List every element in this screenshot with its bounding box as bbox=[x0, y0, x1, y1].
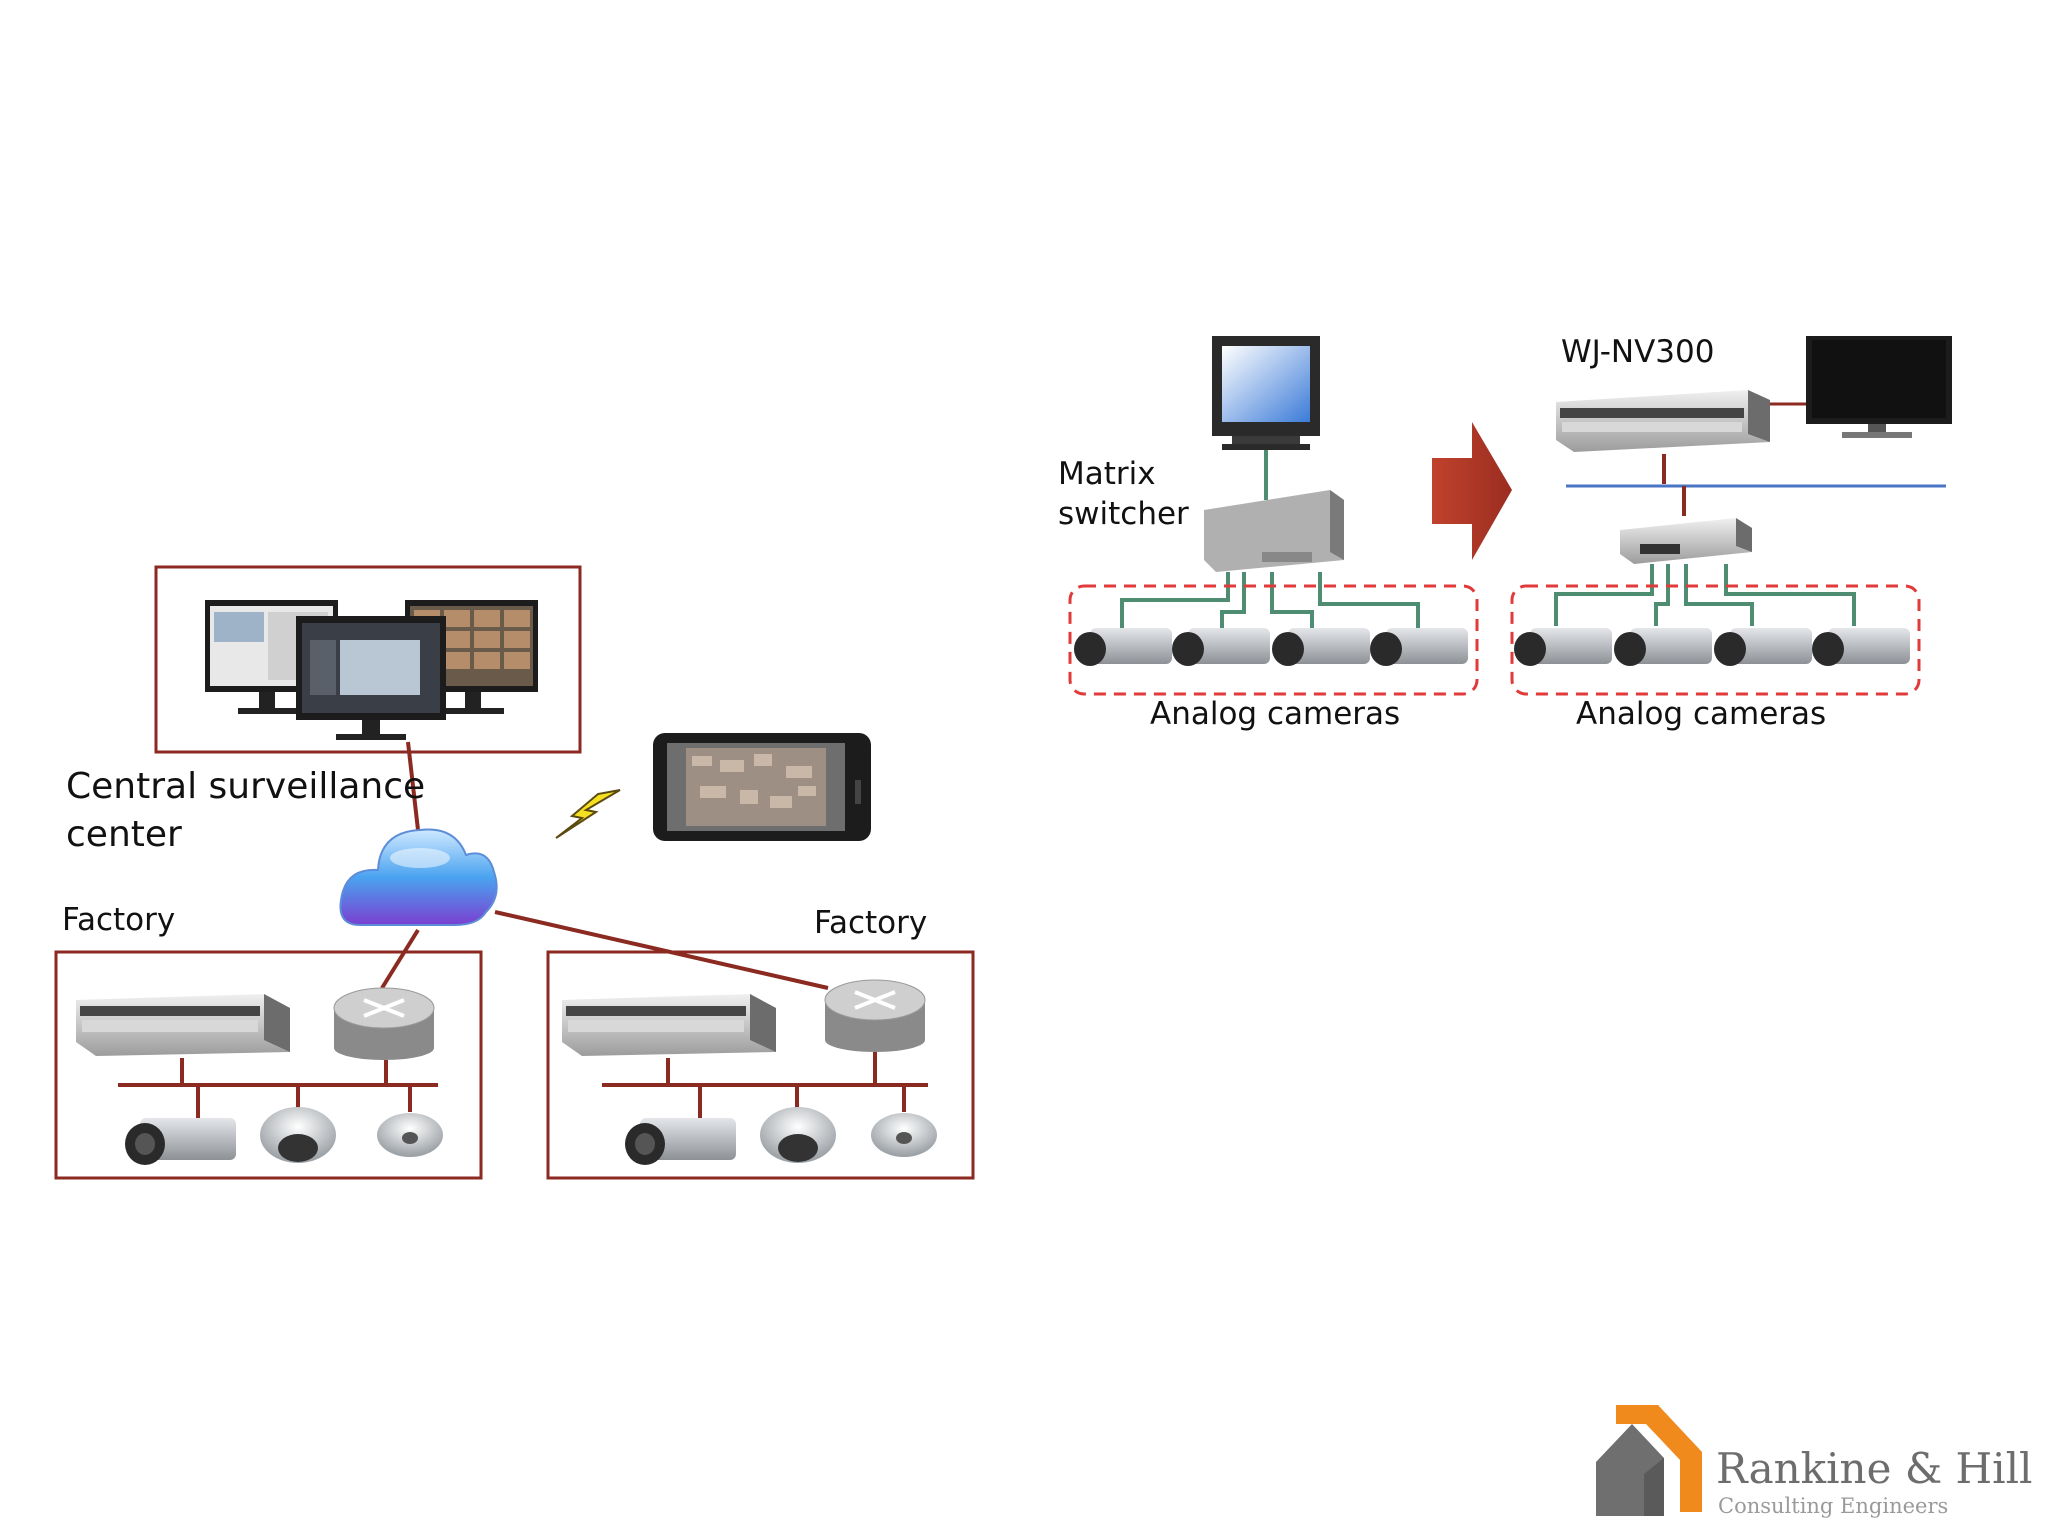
encoder-camera-wiring bbox=[1554, 564, 1856, 626]
analog-camera-icon bbox=[1272, 628, 1370, 666]
center-to-cloud-link bbox=[406, 741, 420, 831]
factory-right-frame bbox=[546, 950, 975, 1180]
analog-cameras-right-group bbox=[1510, 584, 1921, 696]
factory-left-fisheye-camera-icon bbox=[377, 1113, 443, 1157]
cloud-icon bbox=[339, 828, 498, 926]
factory-right-label: Factory bbox=[814, 905, 928, 941]
wireless-bolt-icon bbox=[555, 789, 621, 839]
switcher-camera-wiring bbox=[1120, 572, 1420, 630]
analog-camera-icon bbox=[1172, 628, 1270, 666]
crt-monitor-icon bbox=[1212, 336, 1320, 450]
factory-left-frame bbox=[54, 950, 483, 1180]
matrix-switcher-label-line1: Matrix bbox=[1058, 456, 1156, 492]
central-center-label-line2: center bbox=[66, 814, 182, 855]
factory-left-recorder-icon bbox=[76, 994, 290, 1056]
factory-right-lan bbox=[602, 1052, 928, 1120]
factory-right-box-camera-icon bbox=[625, 1118, 736, 1165]
analog-camera-icon bbox=[1714, 628, 1812, 666]
cloud-to-right-router-link bbox=[494, 910, 829, 990]
company-logo-mark bbox=[1596, 1405, 1702, 1516]
analog-camera-icon bbox=[1074, 628, 1172, 666]
factory-left-router-icon bbox=[333, 987, 435, 1060]
flat-tv-icon bbox=[1806, 336, 1952, 438]
company-name: Rankine & Hill bbox=[1716, 1444, 2033, 1493]
factory-left-label: Factory bbox=[62, 902, 176, 938]
factory-right-dome-camera-icon bbox=[760, 1107, 836, 1163]
analog-cameras-left-label: Analog cameras bbox=[1150, 696, 1401, 732]
factory-right-router-icon bbox=[824, 979, 926, 1052]
recorder-wj-nv300-icon bbox=[1556, 390, 1770, 452]
cloud-to-left-router-link bbox=[380, 928, 420, 990]
analog-camera-icon bbox=[1514, 628, 1612, 666]
analog-cameras-right-label: Analog cameras bbox=[1576, 696, 1827, 732]
analog-camera-icon bbox=[1370, 628, 1468, 666]
central-center-label-line1: Central surveillance bbox=[66, 766, 426, 807]
matrix-switcher-icon bbox=[1204, 490, 1344, 572]
factory-right-recorder-icon bbox=[562, 994, 776, 1056]
company-tagline: Consulting Engineers bbox=[1718, 1494, 1949, 1518]
matrix-switcher-label-line2: switcher bbox=[1058, 496, 1189, 532]
factory-left-dome-camera-icon bbox=[260, 1107, 336, 1163]
monitor-wall-icon bbox=[205, 600, 538, 740]
factory-right-fisheye-camera-icon bbox=[871, 1113, 937, 1157]
analog-camera-icon bbox=[1614, 628, 1712, 666]
recorder-model-label: WJ-NV300 bbox=[1561, 334, 1715, 370]
factory-left-box-camera-icon bbox=[125, 1118, 236, 1165]
factory-left-lan bbox=[118, 1058, 438, 1120]
upgrade-arrow-icon bbox=[1432, 422, 1512, 560]
analog-camera-icon bbox=[1812, 628, 1910, 666]
central-center-frame bbox=[154, 565, 582, 754]
analog-cameras-left-group bbox=[1068, 584, 1479, 696]
encoder-unit-icon bbox=[1620, 518, 1752, 564]
smartphone-icon bbox=[653, 733, 871, 841]
